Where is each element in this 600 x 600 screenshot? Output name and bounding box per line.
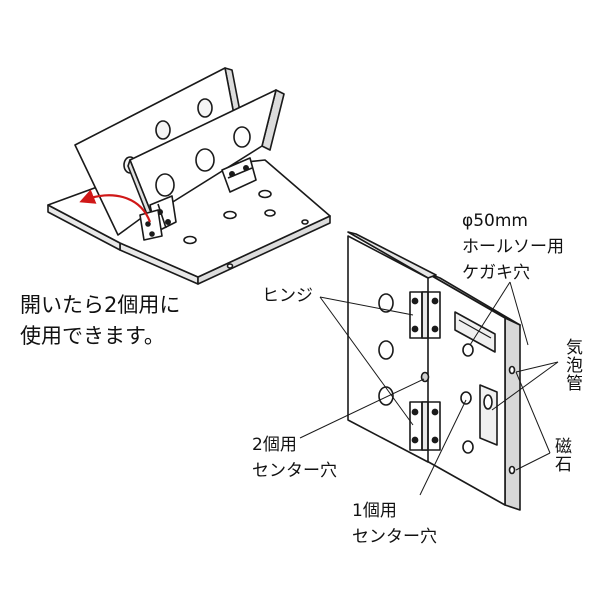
label-center-one: 1個用 センター穴 — [352, 498, 437, 550]
back-plate-right-edge — [504, 317, 521, 511]
caption-line-2: 使用できます。 — [20, 324, 165, 348]
label-holesaw-line-3: ケガキ穴 — [462, 263, 530, 283]
front-plate-top-edge — [347, 231, 437, 279]
label-center-one-line-1: 1個用 — [352, 501, 397, 521]
label-holesaw-line-2: ホールソー用 — [462, 237, 564, 257]
base-hole — [226, 263, 234, 269]
base-hole — [183, 235, 197, 245]
back-hole-middle — [460, 391, 472, 405]
caption-line-1: 開いたら2個用に — [20, 293, 181, 317]
hinge-open-3 — [139, 209, 163, 241]
leader-lines — [299, 281, 559, 496]
hinge-upper — [409, 291, 441, 339]
open-jig-illustration — [47, 67, 331, 285]
label-holesaw: φ50mm ホールソー用 ケガキ穴 — [462, 208, 564, 286]
bubble-level-vial — [483, 394, 493, 410]
label-center-two: 2個用 センター穴 — [252, 432, 337, 484]
back-plate-hole — [155, 120, 171, 140]
caption: 開いたら2個用に 使用できます。 — [20, 290, 180, 352]
label-holesaw-line-1: φ50mm — [462, 211, 528, 231]
label-center-two-line-2: センター穴 — [252, 461, 337, 481]
rotate-arrow — [79, 189, 152, 223]
front-hole-middle — [378, 340, 394, 360]
magnet-upper — [508, 365, 516, 375]
front-plate-hole — [155, 173, 175, 197]
front-plate-hole — [233, 126, 251, 148]
label-magnet: 磁石 — [551, 437, 571, 473]
label-bubble-level: 気泡管 — [562, 338, 582, 392]
back-plate-hole — [197, 98, 213, 118]
magnet-lower — [508, 465, 516, 475]
base-hole — [258, 189, 272, 199]
label-center-one-line-2: センター穴 — [352, 527, 437, 547]
base-hole — [301, 219, 309, 225]
back-hole-lower — [462, 440, 474, 454]
hinge-lower — [409, 401, 441, 451]
front-plate-hole — [195, 148, 215, 172]
front-hole-bottom — [378, 386, 394, 406]
front-hole-top — [378, 293, 394, 313]
back-hole-upper — [462, 343, 474, 357]
hinge-open-2 — [221, 157, 257, 193]
label-hinge: ヒンジ — [262, 286, 313, 306]
label-center-two-line-1: 2個用 — [252, 435, 297, 455]
bubble-level — [479, 384, 498, 446]
base-hole — [264, 209, 276, 217]
closed-jig-illustration — [347, 231, 521, 511]
base-hole — [223, 210, 237, 220]
